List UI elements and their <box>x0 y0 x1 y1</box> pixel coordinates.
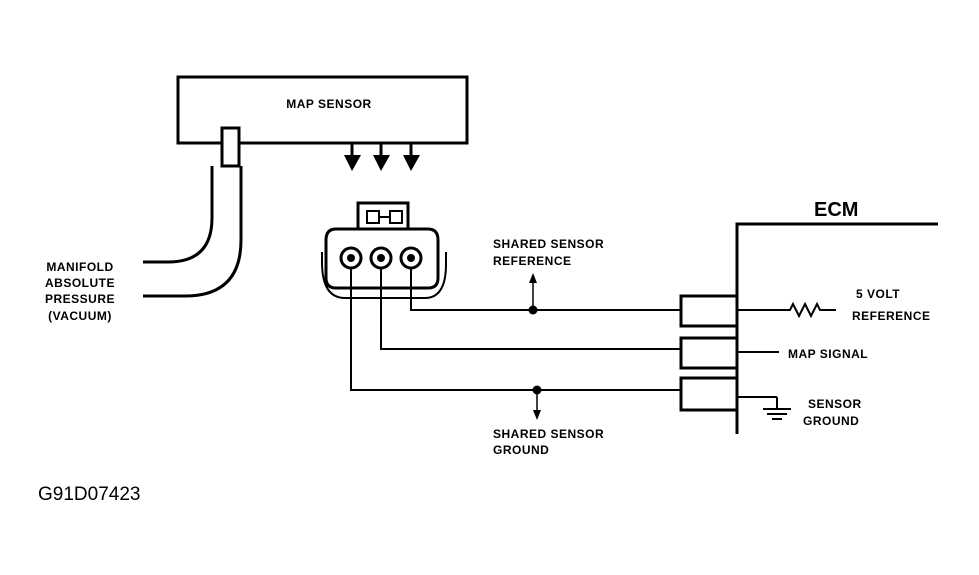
svg-text:REFERENCE: REFERENCE <box>493 254 572 268</box>
svg-text:5 VOLT: 5 VOLT <box>856 287 900 301</box>
svg-text:ABSOLUTE: ABSOLUTE <box>45 276 115 290</box>
svg-text:GROUND: GROUND <box>493 443 549 457</box>
map-sensor-box <box>176 75 469 145</box>
shared-reference-label: SHARED SENSOR REFERENCE <box>493 237 604 268</box>
sensor-ground-label: SENSOR GROUND <box>803 397 862 428</box>
ecm-terminal-5v <box>679 294 739 328</box>
sensor-connector <box>321 201 447 299</box>
wire-5v-reference <box>410 268 681 311</box>
svg-text:SHARED SENSOR: SHARED SENSOR <box>493 427 604 441</box>
resistor-5v <box>737 301 836 319</box>
vacuum-hose <box>143 166 214 264</box>
svg-text:(VACUUM): (VACUUM) <box>48 309 112 323</box>
shared-ground-label: SHARED SENSOR GROUND <box>493 427 604 457</box>
vacuum-hose-outer <box>143 166 243 298</box>
ground-symbol <box>737 396 791 420</box>
ecm-label: ECM <box>814 199 858 221</box>
wire-sensor-ground <box>350 268 681 391</box>
sensor-output-arrows <box>344 143 420 171</box>
svg-text:SENSOR: SENSOR <box>808 397 862 411</box>
svg-text:PRESSURE: PRESSURE <box>45 292 115 306</box>
wire-map-signal <box>380 268 681 350</box>
map-sensor-label: MAP SENSOR <box>286 97 371 111</box>
map-signal-label: MAP SIGNAL <box>788 347 868 361</box>
svg-text:GROUND: GROUND <box>803 414 859 428</box>
svg-text:SHARED SENSOR: SHARED SENSOR <box>493 237 604 251</box>
figure-id: G91D07423 <box>38 484 140 505</box>
ecm-terminal-map-signal <box>679 336 739 370</box>
vacuum-label: MANIFOLD ABSOLUTE PRESSURE (VACUUM) <box>45 260 115 323</box>
ecm-terminal-ground <box>679 376 739 412</box>
shared-reference-junction <box>528 273 538 315</box>
svg-text:MANIFOLD: MANIFOLD <box>46 260 113 274</box>
five-volt-label: 5 VOLT REFERENCE <box>852 287 931 323</box>
svg-text:REFERENCE: REFERENCE <box>852 309 931 323</box>
shared-ground-junction <box>532 385 542 420</box>
vacuum-port <box>220 126 241 168</box>
